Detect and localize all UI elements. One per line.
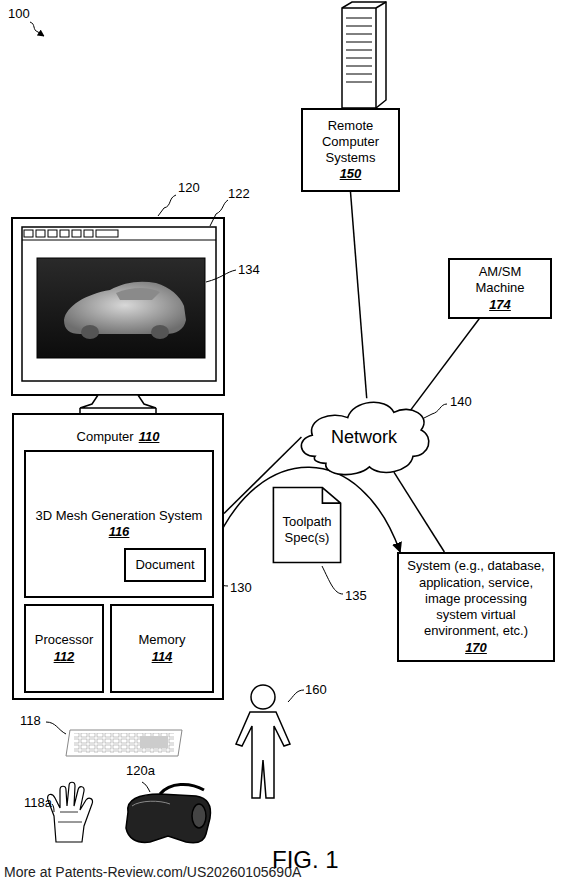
node-label: AM/SM Machine <box>456 264 544 297</box>
node-label: Network <box>331 426 397 449</box>
callout-number: 100 <box>8 6 30 21</box>
system-box: Document <box>124 548 206 582</box>
text-group: 3D Mesh Generation System116 <box>36 508 203 541</box>
callout-number: 112 <box>54 649 75 665</box>
callout-number: 150 <box>340 166 362 182</box>
connector <box>394 472 444 552</box>
text-group: Document <box>135 557 194 573</box>
document-shape: Toolpath Spec(s) <box>272 486 342 564</box>
callout-number: 174 <box>489 297 511 313</box>
text-group: System (e.g., database, application, ser… <box>405 558 547 656</box>
node-label: 3D Mesh Generation System <box>36 508 203 524</box>
callout-number: 114 <box>152 649 173 665</box>
node-label: Computer <box>77 429 134 445</box>
node-label: Toolpath Spec(s) <box>280 514 334 547</box>
server-icon <box>342 2 386 108</box>
callout-number: 170 <box>465 640 487 656</box>
text-group: Memory114 <box>139 632 186 665</box>
system-box: AM/SM Machine174 <box>448 258 552 319</box>
callout-number: 110 <box>139 429 160 445</box>
callout-number: 122 <box>228 186 250 201</box>
system-box: 3D Mesh Generation System116Document <box>24 450 214 598</box>
system-box: Remote Computer Systems150 <box>301 108 400 192</box>
connector <box>351 192 367 398</box>
text-group: AM/SM Machine174 <box>456 264 544 313</box>
callout-number: 120a <box>126 763 155 778</box>
system-box: Memory114 <box>110 604 214 693</box>
haptic-glove <box>48 782 93 842</box>
callout-number: 118 <box>20 713 41 728</box>
figure-caption: FIG. 1 <box>272 846 339 874</box>
callout-number: 135 <box>345 588 367 603</box>
node-label: Memory <box>139 632 186 648</box>
node-label: System (e.g., database, application, ser… <box>405 558 547 639</box>
callout-number: 130 <box>230 580 252 595</box>
text-group: Processor112 <box>35 632 94 665</box>
vr-headset <box>126 784 210 842</box>
callout-number: 120 <box>178 180 200 195</box>
person <box>236 685 290 798</box>
callout-number: 160 <box>305 682 327 697</box>
callout-number: 140 <box>450 394 472 409</box>
text-group: Remote Computer Systems150 <box>309 118 392 183</box>
monitor <box>12 218 224 413</box>
keyboard <box>66 730 182 756</box>
text-group: Network <box>331 426 397 449</box>
system-box: Processor112 <box>24 604 104 693</box>
node-label: Remote Computer Systems <box>309 118 392 167</box>
system-box: System (e.g., database, application, ser… <box>397 552 555 662</box>
callout-number: 134 <box>238 262 260 277</box>
connector <box>410 319 479 411</box>
network-cloud: Network <box>296 393 432 481</box>
node-label: Document <box>135 557 194 573</box>
node-label: Processor <box>35 632 94 648</box>
text-group: Toolpath Spec(s) <box>278 504 336 547</box>
watermark: More at Patents-Review.com/US20260105690… <box>4 864 301 880</box>
callout-number: 118a <box>24 795 52 810</box>
system-box: Computer 110 3D Mesh Generation System116D… <box>12 413 224 700</box>
text-group: Computer 110 <box>77 429 160 445</box>
callout-number: 116 <box>109 524 130 540</box>
